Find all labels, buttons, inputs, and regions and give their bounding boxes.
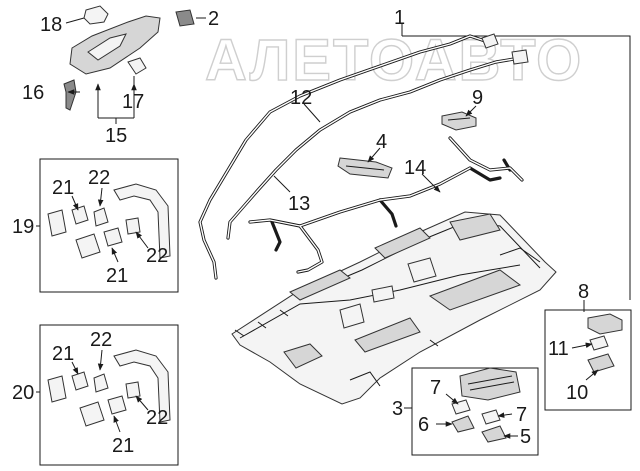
- callout-14: 14: [404, 157, 426, 179]
- callout-22d: 22: [146, 407, 168, 429]
- grip-cover-20b: [79, 401, 105, 427]
- assist-grip-20: [113, 349, 171, 423]
- grip-cap-20b: [125, 381, 141, 399]
- leader-4: [367, 147, 381, 163]
- lens-6: [451, 415, 475, 433]
- callout-2: 2: [208, 8, 219, 30]
- callout-20: 20: [12, 382, 34, 404]
- callout-19: 19: [12, 216, 34, 238]
- grip-clip-19a: [71, 205, 89, 225]
- leader-10: [585, 369, 599, 381]
- callout-21b: 21: [106, 265, 128, 287]
- grip-cap-19a: [93, 207, 109, 227]
- grip-clip-20b: [107, 395, 127, 415]
- lens-10: [587, 353, 615, 373]
- wire-connector-12: [481, 33, 499, 49]
- callout-21d: 21: [112, 435, 134, 457]
- grip-cover-19b: [75, 233, 101, 259]
- grip-cap-19b: [125, 217, 141, 235]
- callout-12: 12: [290, 87, 312, 109]
- wire-connector-13: [511, 49, 529, 65]
- leader-12: [303, 103, 321, 123]
- map-light-4: [337, 157, 393, 179]
- box-3: [411, 367, 539, 456]
- grip-cover-19a: [47, 209, 67, 237]
- leader-11: [571, 342, 593, 349]
- callout-7b: 7: [516, 404, 527, 426]
- leader-14: [421, 173, 441, 193]
- callout-22a: 22: [88, 167, 110, 189]
- box-20: [39, 324, 179, 466]
- leader-21c: [71, 361, 79, 375]
- callout-22c: 22: [90, 329, 112, 351]
- lens-5: [481, 425, 507, 443]
- leader-21d: [113, 415, 121, 433]
- visor-bracket-17: [127, 57, 147, 75]
- callout-8: 8: [578, 281, 589, 303]
- leader-22d: [135, 395, 149, 411]
- cargo-lamp-8: [587, 313, 623, 335]
- bulb-7b: [481, 409, 501, 425]
- lamp-9: [441, 111, 477, 131]
- visor-clip-18: [83, 5, 109, 25]
- callout-21c: 21: [52, 343, 74, 365]
- visor-holder-2: [175, 9, 195, 27]
- callout-11: 11: [548, 338, 569, 360]
- callout-3: 3: [392, 398, 403, 420]
- callout-18: 18: [40, 14, 62, 36]
- overhead-console-3: [459, 367, 521, 401]
- callout-4: 4: [376, 131, 387, 153]
- callout-6: 6: [418, 414, 429, 436]
- grip-clip-19b: [103, 227, 123, 247]
- callout-7a: 7: [430, 377, 441, 399]
- leader-22c: [97, 349, 104, 371]
- callout-5: 5: [520, 426, 531, 448]
- callout-13: 13: [288, 193, 310, 215]
- leader-9: [465, 105, 477, 117]
- box-8: [544, 309, 632, 411]
- callout-16: 16: [22, 82, 44, 104]
- sun-visor: [69, 15, 161, 75]
- wire-harness-14: [248, 136, 524, 274]
- roof-wire-12: [198, 34, 490, 280]
- callout-21a: 21: [52, 177, 74, 199]
- callout-15: 15: [105, 125, 127, 147]
- leader-21a: [71, 195, 79, 211]
- leader-18: [65, 17, 85, 24]
- callout-17: 17: [122, 91, 144, 113]
- screw-16: [63, 79, 77, 111]
- leader-7b: [497, 412, 513, 418]
- roof-wire-13: [226, 56, 522, 240]
- bracket-1: [402, 35, 631, 300]
- callout-1: 1: [394, 7, 405, 29]
- leader-7a: [445, 393, 459, 405]
- grip-cover-20a: [47, 375, 67, 403]
- leader-13: [273, 175, 291, 193]
- headliner: [231, 211, 557, 405]
- leader-22a: [97, 187, 104, 207]
- bulb-7a: [451, 399, 471, 415]
- grip-cap-20a: [93, 373, 109, 393]
- bulb-11: [589, 335, 609, 351]
- callout-22b: 22: [146, 245, 168, 267]
- callout-9: 9: [472, 87, 483, 109]
- grip-clip-20a: [71, 371, 89, 391]
- leader-22b: [135, 231, 149, 249]
- callout-10: 10: [566, 382, 588, 404]
- leader-21b: [111, 247, 119, 263]
- assist-grip-19: [113, 183, 171, 259]
